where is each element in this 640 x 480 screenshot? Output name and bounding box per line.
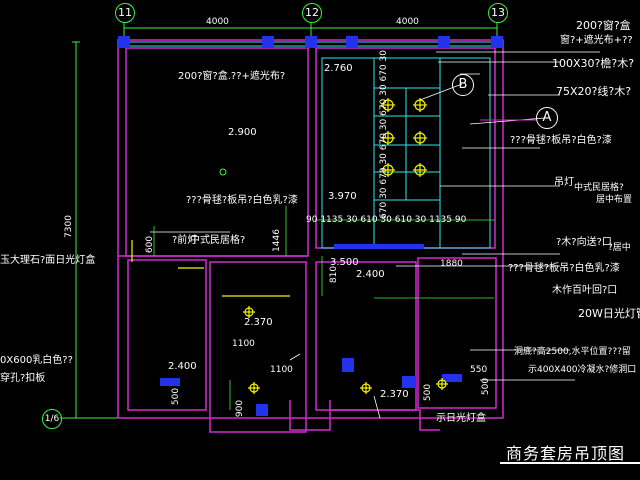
grid-bubble-12: 12 xyxy=(302,3,322,23)
light-fixtures xyxy=(131,98,448,394)
note-marble-lightbox: 玉大理石?面日光灯盒 xyxy=(0,255,96,266)
note-100x30-wood: 100X30?檐?木? xyxy=(552,57,635,70)
grid-bubble-13: 13 xyxy=(488,3,508,23)
dim-top-left: 4000 xyxy=(206,17,229,27)
note-supply-vent: ?木?向送?口 xyxy=(556,237,612,248)
dim-1100-left: 1100 xyxy=(232,339,255,349)
elev-3500: 3.500 xyxy=(330,257,359,268)
dim-top-right: 4000 xyxy=(396,17,419,27)
elev-3970: 3.970 xyxy=(328,191,357,202)
detail-tag-a-label: A xyxy=(542,110,552,125)
note-chinese-lattice-right: 中式民居格? xyxy=(574,183,624,193)
grid-dims-row: 90 1135 30 610 30 610 30 1135 90 xyxy=(306,215,467,225)
note-lightbox: 示日光灯盒 xyxy=(436,413,486,424)
note-curtain-box-right: 200?窗?盒 xyxy=(576,19,631,32)
grid-bubble-11: 11 xyxy=(115,3,135,23)
note-vent-centered: ?居中 xyxy=(608,243,631,253)
detail-tag-a: A xyxy=(536,107,558,129)
dim-500-left: 500 xyxy=(171,387,182,406)
note-gypsum-white-latex: ???骨毬?板吊?白色乳?漆 xyxy=(508,263,620,274)
elev-2760: 2.760 xyxy=(324,63,353,74)
dim-810: 810 xyxy=(329,265,340,284)
note-perforated-panel: 穿孔?扣板 xyxy=(0,373,46,384)
elev-2370-right: 2.370 xyxy=(380,389,409,400)
elev-2900: 2.900 xyxy=(228,127,257,138)
elev-2400-right: 2.400 xyxy=(356,269,385,280)
grid-label-12: 12 xyxy=(305,6,319,19)
vert-dims-col: 670 30 670 30 670 30 670 30 670 30 xyxy=(378,50,389,219)
dim-600: 600 xyxy=(145,235,156,254)
note-front-light: ?前灯 xyxy=(172,235,198,246)
note-600-white: 0X600乳白色?? xyxy=(0,355,73,366)
note-centered: 居中布置 xyxy=(596,195,633,205)
grid-bubble-1-6: 1/6 xyxy=(42,409,62,429)
window-blocks xyxy=(118,36,503,416)
note-gypsum-ceiling-left: ???骨毬?板吊?白色乳?漆 xyxy=(186,195,298,206)
note-curtain-blackout: 窗?+遮光布+?? xyxy=(560,35,633,46)
ceiling-center-mark xyxy=(219,168,227,176)
leader-lines xyxy=(150,51,600,419)
note-gypsum-ceiling-right: ???骨毬?板吊?白色?漆 xyxy=(510,135,612,146)
elev-2400-left: 2.400 xyxy=(168,361,197,372)
dim-1880: 1880 xyxy=(440,259,463,269)
detail-tag-b-label: B xyxy=(458,77,468,92)
note-louver-return: 木作百叶回?口 xyxy=(552,285,618,296)
detail-tag-b: B xyxy=(452,74,474,96)
dim-1446: 1446 xyxy=(271,229,282,252)
note-condensate-access: 示400X400冷凝水?修洞口 xyxy=(528,365,637,375)
dim-500-mid: 500 xyxy=(423,383,434,402)
dim-900: 900 xyxy=(235,399,246,418)
note-curtain-box-left: 200?窗?盒.??+遮光布? xyxy=(178,71,286,82)
grid-label-13: 13 xyxy=(491,6,505,19)
note-75x20-wood: 75X20?线?木? xyxy=(556,85,632,98)
drawing-title: 商务套房吊顶图 xyxy=(506,444,626,463)
dim-550: 550 xyxy=(470,365,488,375)
inner-dim-lines xyxy=(153,206,495,410)
grid-label-1-6: 1/6 xyxy=(44,414,60,424)
dim-left-total: 7300 xyxy=(63,215,74,238)
dim-1100-right: 1100 xyxy=(270,365,293,375)
note-opening-height: 洞底?高2500,水平位置???留 xyxy=(514,347,631,357)
top-dimension-lines xyxy=(72,24,498,418)
note-chinese-lattice-left: 中式民居格? xyxy=(190,235,246,246)
grid-label-11: 11 xyxy=(118,6,132,19)
dim-500-right: 500 xyxy=(481,377,492,396)
elev-2370-left: 2.370 xyxy=(244,317,273,328)
note-chandelier: 吊灯 xyxy=(554,177,574,188)
title-underline xyxy=(500,462,640,464)
note-20w-tube: 20W日光灯管 xyxy=(578,307,640,320)
